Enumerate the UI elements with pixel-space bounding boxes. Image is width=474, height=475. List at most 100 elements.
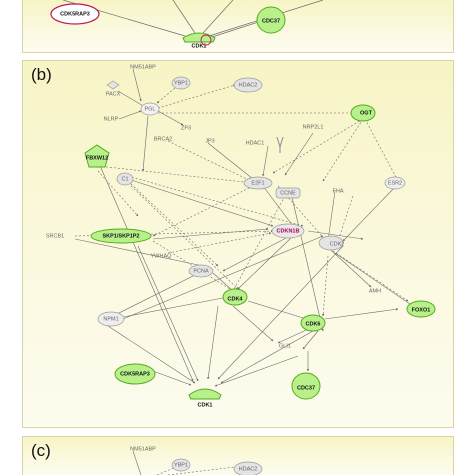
panel-label-b: (b) xyxy=(31,65,52,84)
edge xyxy=(217,245,344,380)
edge xyxy=(207,305,219,380)
node-label: SRCB1 xyxy=(46,233,64,239)
node-label: FBXW12 xyxy=(86,155,108,161)
node-label: NM51ABP xyxy=(130,64,156,70)
node-label: GLI1 xyxy=(279,343,291,349)
edge xyxy=(364,118,399,182)
edge xyxy=(107,325,196,384)
edge xyxy=(222,236,289,272)
node-label: PCNA xyxy=(193,268,209,274)
network-panel-a-partial: CDK5RAP3 CDK1 CDC37 xyxy=(22,0,454,53)
edge xyxy=(232,305,274,342)
node-skp1: SKP1/SKP1P2 xyxy=(90,228,152,244)
edge xyxy=(157,110,184,126)
edge xyxy=(117,90,146,108)
edge xyxy=(167,140,252,182)
node-label: HDAC2 xyxy=(239,82,258,88)
node-label: NRP2L1 xyxy=(303,124,324,130)
network-panel-b: (b) xyxy=(22,60,454,428)
edge xyxy=(214,355,299,387)
node-ybp1: YBP1 xyxy=(171,458,191,472)
node-label: CDKN1B xyxy=(277,228,300,234)
node-label: CDK6 xyxy=(306,321,321,327)
node-esr2: ESR2 xyxy=(384,176,406,190)
node-cdk6: CDK6 xyxy=(300,314,326,332)
node-label: JP3 xyxy=(205,138,214,144)
node-npm1: NPM1 xyxy=(97,311,125,327)
edge xyxy=(132,450,142,475)
edge xyxy=(172,0,196,34)
node-hdac2: HDAC2 xyxy=(233,461,263,475)
node-label: C1 xyxy=(121,176,128,182)
node-c1: C1 xyxy=(116,172,134,186)
node-srcb1: SRCB1 xyxy=(46,233,64,239)
node-cdk5rap3: CDK5RAP3 xyxy=(114,363,156,385)
edge xyxy=(132,68,142,102)
edge xyxy=(202,0,234,34)
node-label: NLRP xyxy=(104,116,119,122)
edge xyxy=(324,308,399,320)
edge xyxy=(127,180,219,267)
node-label: CDK1 xyxy=(192,43,207,49)
node-label: CDK4 xyxy=(228,296,244,302)
edge xyxy=(322,118,364,182)
node-e2f1: E2F1 xyxy=(243,176,273,190)
node-label: YBP1 xyxy=(174,462,188,468)
edge xyxy=(167,232,272,254)
node-label: OGT xyxy=(360,110,373,116)
edge xyxy=(152,240,234,292)
edge xyxy=(152,185,254,237)
node-label: BRCA2 xyxy=(154,136,172,142)
node-label: CDK1 xyxy=(198,402,213,408)
edge xyxy=(302,330,319,350)
node-hdac1: HDAC1 xyxy=(246,136,284,153)
edge xyxy=(117,235,324,322)
node-label: CDC37 xyxy=(297,385,315,391)
edge xyxy=(207,142,254,180)
edge xyxy=(127,182,239,290)
edge xyxy=(337,195,354,242)
node-ccne: CCNE xyxy=(275,187,301,199)
node-label: ESR2 xyxy=(388,180,402,186)
node-cdk1: CDK1 xyxy=(188,388,222,408)
node-pcna: PCNA xyxy=(188,264,214,278)
node-label: E2F1 xyxy=(251,180,264,186)
node-label: CDK2 xyxy=(330,241,345,247)
node-ywhaq: YWHAQ xyxy=(151,253,173,259)
edge xyxy=(220,330,314,384)
edge xyxy=(307,230,364,240)
edge xyxy=(334,252,414,307)
panel-label-c: (c) xyxy=(31,441,51,460)
edge xyxy=(167,466,236,475)
node-hdac2: HDAC2 xyxy=(233,77,263,93)
node-label: YBP1 xyxy=(174,80,188,86)
node-cdkn1b: CDKN1B xyxy=(271,223,305,239)
node-ogt: OGT xyxy=(350,104,376,122)
node-nlrp: NLRP xyxy=(104,116,119,122)
node-label: CDK5RAP3 xyxy=(60,11,90,17)
edge xyxy=(97,165,254,184)
node-label: SKP1/SKP1P2 xyxy=(103,233,140,239)
edge xyxy=(74,238,204,267)
edge xyxy=(290,192,324,332)
node-cdk4: CDK4 xyxy=(222,288,248,306)
node-label: FOXO1 xyxy=(412,307,431,313)
edge xyxy=(284,132,314,176)
node-label: HDAC2 xyxy=(239,466,258,472)
node-cdk1-ring xyxy=(200,34,212,46)
node-foxo1: FOXO1 xyxy=(406,300,436,318)
node-zp3: ZP3 xyxy=(181,125,191,131)
edge xyxy=(272,118,364,174)
node-label: CDK5RAP3 xyxy=(120,371,150,377)
node-nm51abp: NM51ABP xyxy=(130,64,156,70)
edge xyxy=(137,245,199,382)
network-graph-a: CDK5RAP3 CDK1 CDC37 xyxy=(50,0,324,49)
node-pacx: PACX xyxy=(106,80,121,97)
node-cdc37: CDC37 xyxy=(256,6,286,34)
node-pgl: PGL xyxy=(140,102,160,116)
edge xyxy=(342,186,396,242)
edge xyxy=(97,160,194,382)
network-panel-c-partial: (c) NM51ABP YBP1 HDAC2 xyxy=(22,436,454,475)
edge xyxy=(212,272,234,292)
network-graph-b: NM51ABP YBP1 PACX HDAC2 NLRP PGL xyxy=(46,64,436,408)
